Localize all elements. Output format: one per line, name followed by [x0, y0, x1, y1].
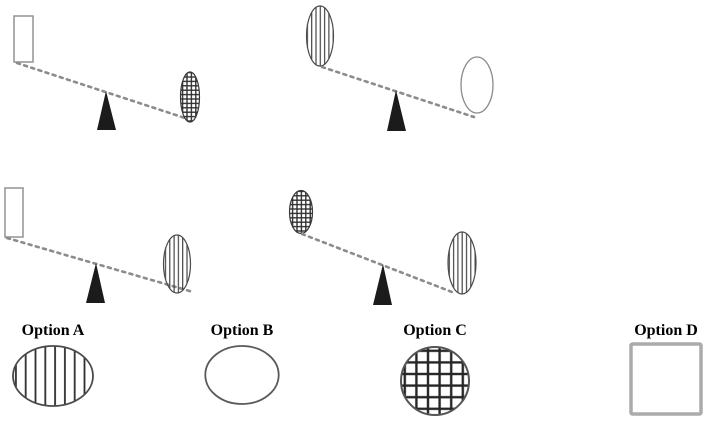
- balance-beam: [15, 61, 190, 121]
- balance-beam: [320, 65, 476, 119]
- crosshatch-circle-icon: [400, 346, 470, 416]
- seesaw-top-left: [13, 15, 201, 130]
- fulcrum-icon: [86, 263, 105, 303]
- rectangle-weight: [4, 187, 24, 238]
- option-b[interactable]: Option B: [196, 321, 288, 406]
- option-b-label: Option B: [210, 322, 274, 339]
- fulcrum-icon: [373, 264, 392, 305]
- option-a[interactable]: Option A: [7, 321, 99, 408]
- fulcrum-icon: [97, 91, 116, 130]
- plain-ellipse-icon: [204, 345, 280, 405]
- striped-ellipse-weight: [162, 234, 192, 294]
- striped-ellipse-weight: [447, 231, 477, 295]
- seesaw-bottom-left: [4, 187, 195, 303]
- plain-square-icon: [629, 342, 703, 416]
- plain-ellipse-weight: [460, 56, 494, 114]
- seesaw-top-right: [305, 5, 494, 131]
- option-d[interactable]: Option D: [620, 321, 712, 420]
- fulcrum-icon: [387, 90, 406, 131]
- rectangle-weight: [13, 15, 34, 63]
- striped-ellipse-weight: [305, 5, 335, 67]
- striped-ellipse-icon: [12, 345, 94, 407]
- option-d-label: Option D: [634, 322, 698, 339]
- crosshatch-ellipse-weight: [288, 189, 314, 235]
- seesaw-bottom-right: [288, 189, 477, 305]
- crosshatch-ellipse-weight: [179, 71, 201, 123]
- option-c[interactable]: Option C: [389, 321, 481, 417]
- option-c-label: Option C: [403, 322, 467, 339]
- option-a-label: Option A: [21, 322, 85, 339]
- balance-beam: [300, 232, 454, 294]
- balance-beam: [5, 236, 195, 294]
